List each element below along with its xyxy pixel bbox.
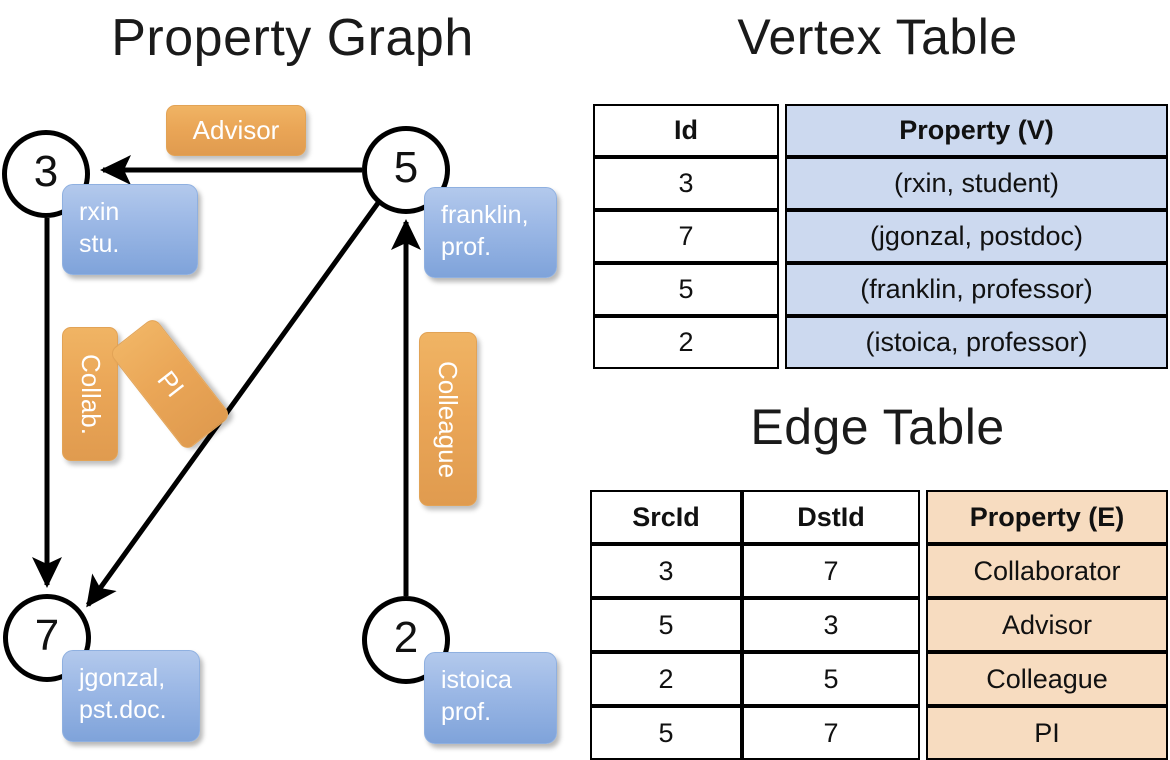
- edge-table: SrcId DstId Property (E) 3 7 Collaborato…: [590, 490, 1168, 760]
- graph-node-5[interactable]: 5: [362, 126, 450, 214]
- property-graph-diagram: 3 5 7 2 rxin stu. franklin, prof. jgonza…: [2, 105, 557, 744]
- vertex-table-column-gap: [779, 263, 785, 316]
- edge-table-column-gap: [920, 544, 926, 598]
- edge-table-column-gap: [920, 652, 926, 706]
- edge-cell-src: 2: [590, 652, 742, 706]
- edge-table-header-dstid: DstId: [742, 490, 920, 544]
- vertex-cell-property: (rxin, student): [785, 157, 1168, 210]
- edge-table-column-gap: [920, 598, 926, 652]
- vertex-cell-property: (istoica, professor): [785, 316, 1168, 369]
- edge-label-collab: Collab.: [62, 327, 118, 461]
- vertex-table-header-row: Id Property (V): [593, 104, 1168, 157]
- edge-table-header-srcid: SrcId: [590, 490, 742, 544]
- vertex-table: Id Property (V) 3 (rxin, student) 7 (jgo…: [593, 104, 1168, 369]
- edge-cell-src: 5: [590, 706, 742, 760]
- edge-label-collab-text: Collab.: [75, 353, 106, 435]
- vertex-table-column-gap: [779, 157, 785, 210]
- vertex-property-callout-7: jgonzal, pst.doc.: [62, 650, 200, 742]
- graph-node-3-label: 3: [33, 147, 59, 196]
- vertex-cell-id: 2: [593, 316, 779, 369]
- page-title-vertex-table: Vertex Table: [737, 9, 1018, 65]
- vertex-property-callout-3: rxin stu.: [62, 184, 198, 275]
- table-row: 7 (jgonzal, postdoc): [593, 210, 1168, 263]
- table-row: 2 (istoica, professor): [593, 316, 1168, 369]
- edge-arrow-pi: [85, 201, 381, 608]
- page-title-property-graph: Property Graph: [111, 9, 474, 67]
- edge-table-header-property: Property (E): [926, 490, 1168, 544]
- vertex-cell-property: (jgonzal, postdoc): [785, 210, 1168, 263]
- vertex-cell-id: 7: [593, 210, 779, 263]
- graph-node-7-label: 7: [34, 611, 60, 660]
- edge-cell-dst: 5: [742, 652, 920, 706]
- edge-label-pi-text: PI: [151, 364, 190, 403]
- edge-cell-property: Collaborator: [926, 544, 1168, 598]
- vertex-property-callout-5: franklin, prof.: [424, 187, 557, 278]
- vertex-table-header-id: Id: [593, 104, 779, 157]
- vertex-table-column-gap: [779, 316, 785, 369]
- vertex-cell-id: 3: [593, 157, 779, 210]
- edge-cell-property: Advisor: [926, 598, 1168, 652]
- edge-cell-dst: 3: [742, 598, 920, 652]
- page-title-edge-table: Edge Table: [750, 399, 1005, 455]
- edge-cell-property: Colleague: [926, 652, 1168, 706]
- edge-label-colleague-text: Colleague: [433, 360, 464, 478]
- table-row: 5 (franklin, professor): [593, 263, 1168, 316]
- edge-label-advisor: Advisor: [166, 105, 306, 156]
- vertex-cell-property: (franklin, professor): [785, 263, 1168, 316]
- vertex-table-header-property: Property (V): [785, 104, 1168, 157]
- edge-cell-src: 3: [590, 544, 742, 598]
- vertex-table-column-gap: [779, 104, 785, 157]
- table-row: 5 7 PI: [590, 706, 1168, 760]
- table-row: 3 7 Collaborator: [590, 544, 1168, 598]
- edge-label-colleague: Colleague: [419, 332, 477, 506]
- edge-cell-dst: 7: [742, 544, 920, 598]
- edge-table-column-gap: [920, 490, 926, 544]
- table-row: 2 5 Colleague: [590, 652, 1168, 706]
- vertex-property-callout-2: istoica prof.: [424, 652, 557, 744]
- edge-table-column-gap: [920, 706, 926, 760]
- graph-node-5-label: 5: [393, 143, 419, 192]
- graph-node-2-label: 2: [393, 613, 419, 662]
- table-row: 3 (rxin, student): [593, 157, 1168, 210]
- edge-cell-dst: 7: [742, 706, 920, 760]
- edge-cell-property: PI: [926, 706, 1168, 760]
- edge-table-header-row: SrcId DstId Property (E): [590, 490, 1168, 544]
- graph-node-2[interactable]: 2: [362, 596, 450, 684]
- edge-cell-src: 5: [590, 598, 742, 652]
- vertex-table-column-gap: [779, 210, 785, 263]
- edge-label-advisor-text: Advisor: [192, 115, 280, 145]
- table-row: 5 3 Advisor: [590, 598, 1168, 652]
- graph-edge-arrows: [32, 155, 421, 608]
- vertex-cell-id: 5: [593, 263, 779, 316]
